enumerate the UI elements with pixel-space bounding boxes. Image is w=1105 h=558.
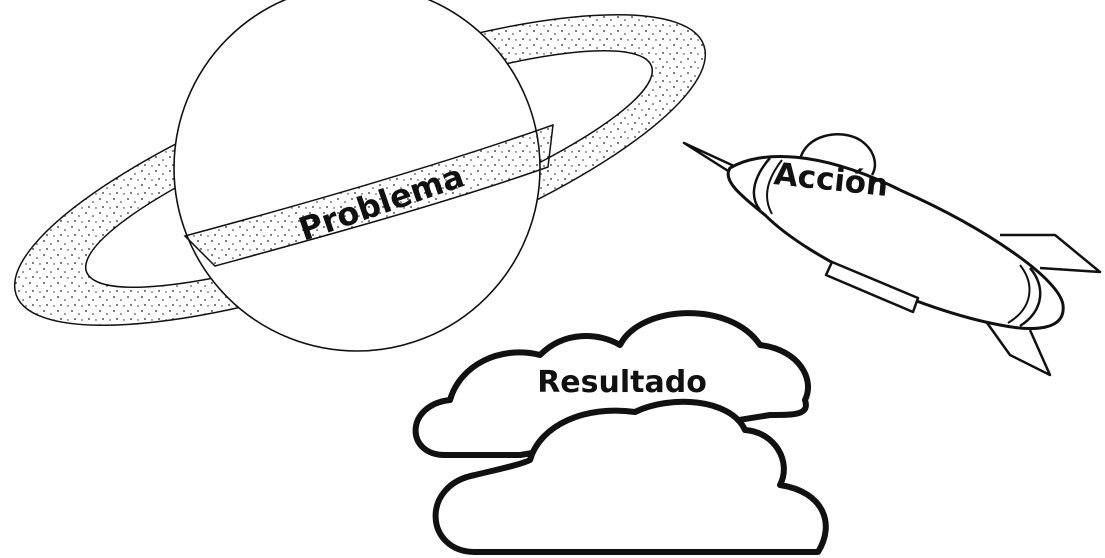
rocket-fin-bottom bbox=[983, 319, 1052, 377]
rocket-fin-top bbox=[1000, 233, 1102, 274]
cloud-front bbox=[432, 398, 829, 555]
rocket-side-panel bbox=[824, 260, 920, 314]
rocket-body bbox=[726, 155, 1065, 330]
rocket-tail-band-inner bbox=[1007, 264, 1031, 324]
rocket-tail-band bbox=[1019, 267, 1042, 328]
rocket-nose-band bbox=[752, 157, 771, 211]
rocket-accion: Acción bbox=[682, 133, 1102, 377]
planet-problema: Problema bbox=[13, 0, 707, 352]
clouds-resultado: Resultado bbox=[412, 310, 829, 555]
planet-ring-front bbox=[183, 123, 554, 267]
cloud-label: Resultado bbox=[537, 365, 707, 400]
rocket-dome bbox=[798, 133, 877, 176]
rocket-nose-band-inner bbox=[766, 159, 783, 215]
